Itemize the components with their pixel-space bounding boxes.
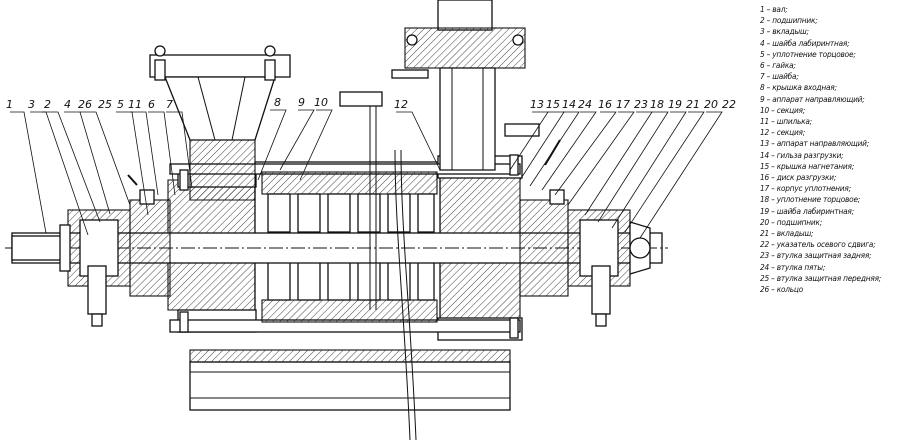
callout-1: 1: [6, 98, 13, 111]
legend-item: 24 – втулка пяты;: [760, 261, 826, 272]
legend-item: 1 – вал;: [760, 4, 788, 14]
legend-item: 16 – диск разгрузки;: [760, 172, 837, 183]
legend-item: 8 – крышка входная;: [760, 82, 837, 93]
legend-item: 23 – втулка защитная задняя;: [760, 250, 872, 261]
callout-18: 18: [650, 98, 664, 111]
callout-numbers: 1 3 2 4 26 25 5 11 6 7 8 9 10 12 13 15 1…: [6, 96, 736, 111]
impeller-stages: [261, 171, 438, 323]
left-bearing: [59, 174, 171, 327]
parts-legend: 1 – вал; 2 – подшипник; 3 – вкладыш; 4 –…: [760, 4, 900, 295]
callout-26: 26: [78, 98, 92, 111]
pump-cross-section-drawing: 1 3 2 4 26 25 5 11 6 7 8 9 10 12 13 15 1…: [5, 0, 736, 441]
tie-bolts: [179, 154, 519, 339]
callout-3: 3: [28, 98, 35, 111]
legend-item: 22 – указатель осевого сдвига;: [760, 239, 876, 250]
legend-item: 3 – вкладыш;: [760, 26, 809, 37]
legend-item: 4 – шайба лабиринтная;: [760, 37, 850, 48]
legend-item: 21 – вкладыш;: [760, 228, 814, 239]
callout-19: 19: [668, 98, 682, 111]
callout-9: 9: [298, 96, 305, 109]
legend-item: 17 – корпус уплотнения;: [760, 183, 851, 194]
callout-7: 7: [166, 98, 173, 111]
callout-17: 17: [616, 98, 630, 111]
legend-item: 25 – втулка защитная передняя;: [760, 272, 882, 283]
inlet-nozzle: [149, 45, 291, 201]
callout-20: 20: [704, 98, 718, 111]
callout-8: 8: [274, 96, 281, 109]
legend-item: 10 – секция;: [760, 104, 806, 115]
legend-item: 14 – гильза разгрузки;: [760, 149, 844, 160]
legend-item: 19 – шайба лабиринтная;: [760, 205, 854, 216]
legend-item: 6 – гайка;: [760, 60, 796, 71]
callout-16: 16: [598, 98, 612, 111]
legend-item: 9 – аппарат направляющий;: [760, 93, 865, 104]
leader-lines: [10, 109, 723, 239]
callout-5: 5: [117, 98, 124, 111]
callout-24: 24: [578, 98, 592, 111]
outlet-nozzle: [391, 0, 526, 171]
legend-item: 13 – аппарат направляющий;: [760, 138, 870, 149]
callout-6: 6: [148, 98, 155, 111]
callout-14: 14: [562, 98, 576, 111]
cooling-pipe: [339, 91, 540, 441]
legend-item: 20 – подшипник;: [760, 216, 823, 227]
legend-item: 12 – секция;: [760, 127, 806, 138]
legend-item: 11 – шпилька;: [760, 116, 812, 127]
legend-item: 26 – кольцо: [760, 284, 804, 295]
callout-25: 25: [98, 98, 112, 111]
base-frame: [189, 349, 511, 411]
callout-4: 4: [64, 98, 71, 111]
legend-item: 18 – уплотнение торцовое;: [760, 194, 861, 205]
callout-2: 2: [44, 98, 51, 111]
callout-10: 10: [314, 96, 328, 109]
legend-item: 15 – крышка нагнетания;: [760, 160, 854, 171]
right-bearing: [519, 139, 651, 327]
callout-23: 23: [634, 98, 648, 111]
legend-item: 2 – подшипник;: [760, 15, 818, 26]
callout-12: 12: [394, 98, 408, 111]
legend-item: 5 – уплотнение торцовое;: [760, 48, 856, 59]
callout-11: 11: [128, 98, 142, 111]
callout-22: 22: [722, 98, 736, 111]
callout-13: 13: [530, 98, 544, 111]
legend-item: 7 – шайба;: [760, 71, 799, 82]
callout-15: 15: [546, 98, 560, 111]
callout-21: 21: [686, 98, 700, 111]
